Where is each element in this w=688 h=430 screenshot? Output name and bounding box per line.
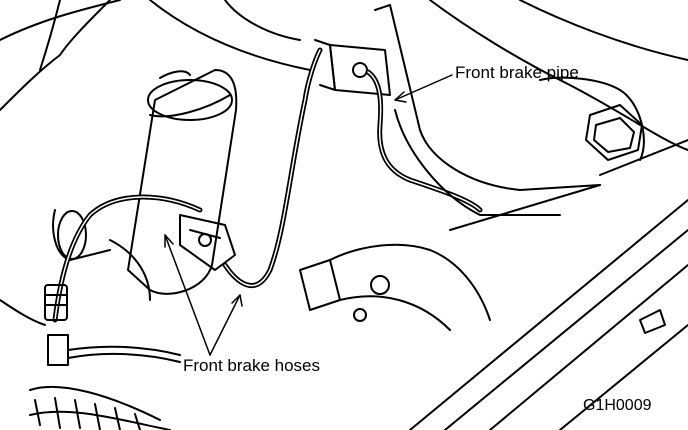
lower-arm (299, 243, 491, 331)
bolt (539, 76, 645, 161)
lower-brake-line (0, 299, 181, 363)
shock-absorber (127, 69, 238, 295)
hose-junction-block (179, 214, 236, 271)
front-brake-pipe-inner (367, 71, 481, 211)
front-brake-hose-left-inner (54, 196, 201, 321)
front-brake-hoses-label: Front brake hoses (183, 356, 321, 375)
leader-pipe (394, 74, 453, 103)
strut-tower-outline (0, 0, 688, 151)
front-brake-hose-right-inner (224, 49, 321, 287)
upper-bracket-plate (374, 4, 601, 216)
clip (639, 309, 666, 334)
front-brake-pipe-label: Front brake pipe (455, 63, 579, 82)
front-brake-hose-right (222, 47, 323, 288)
frame-rail (409, 139, 688, 430)
drive-shaft-boot (29, 385, 171, 430)
figure-code: G1H0009 (583, 397, 652, 414)
leader-hoses (164, 234, 243, 356)
